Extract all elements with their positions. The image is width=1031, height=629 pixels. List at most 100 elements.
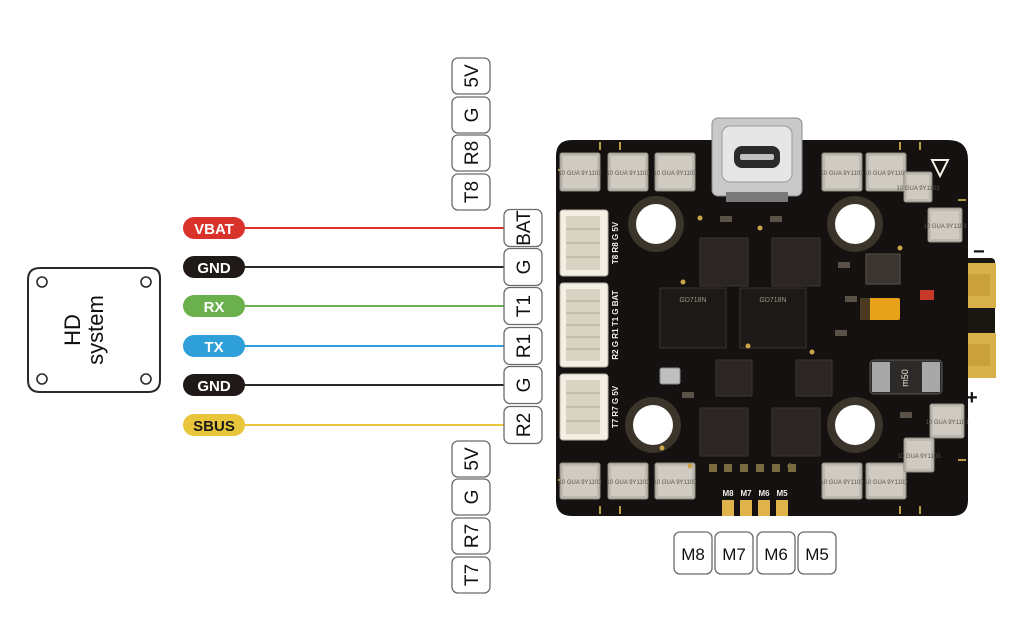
mount-hole-icon [140,276,152,288]
bottom-pad-5v: 5V [451,440,491,478]
mcu-1-text: GD718N [679,297,706,304]
svg-text:TX: TX [204,339,223,356]
motor-pad-m8: M8 [673,531,713,575]
capacitor-text: 10 GUA 9Y1103 [821,480,865,486]
top-pad-t8: T8 [451,173,491,211]
svg-text:BAT: BAT [514,210,535,246]
motor-pad-m5: M5 [797,531,837,575]
capacitor-text: 10 GUA 9Y1103 [821,171,865,177]
motor-silk-m7: M7 [740,489,752,498]
svg-text:R7: R7 [462,524,483,548]
wire-gnd-4: GND G [183,365,543,405]
capacitor-text: 10 GUA 9Y1103 [865,480,909,486]
pad-g-1: G [503,247,543,287]
capacitor-6: 10 GUA 9Y1103 [924,207,967,243]
usb-c-port [711,117,803,202]
capacitor-text: 10 GUA 9Y1103 [607,480,651,486]
svg-text:G: G [462,108,483,123]
motor-solder-pads [722,500,788,516]
bottom-pad-r7: R7 [451,517,491,555]
signal-label-rx: RX [183,295,245,317]
wire-rx-2: RX T1 [183,286,543,326]
capacitor-10: 10 GUA 9Y1103 [821,462,865,500]
motor-silk-m6: M6 [758,489,770,498]
capacitor-text: 10 GUA 9Y1103 [559,171,603,177]
top-pad-5v: 5V [451,57,491,95]
capacitor-text: 10 GUA 9Y1103 [926,420,970,426]
capacitor-text: 10 GUA 9Y1103 [897,186,941,192]
top-pad-r8: R8 [451,134,491,172]
svg-text:T8: T8 [462,181,483,203]
svg-text:5V: 5V [462,64,483,88]
capacitor-13: 10 GUA 9Y1103 [926,403,970,439]
signal-label-sbus: SBUS [183,414,245,436]
svg-text:R1: R1 [514,334,535,358]
motor-silk: M8 M7 M6 M5 [722,489,788,498]
brand-logo-icon [930,159,950,179]
hd-system-module: HD system [27,267,161,393]
capacitor-4: 10 GUA 9Y1103 [865,152,908,192]
motor-silk-m5: M5 [776,489,788,498]
capacitor-12: 10 GUA 9Y1103 [898,437,942,473]
svg-text:T1: T1 [514,295,535,317]
capacitor-5: 10 GUA 9Y1103 [897,171,941,203]
mount-hole-icon [36,373,48,385]
hd-system-label-line1: HD [60,314,85,346]
mcu-2-text: GD718N [759,297,786,304]
jst-connectors: T8 R8 G 5V R2 G R1 T1 G BAT T7 R7 G 5V [559,209,620,441]
connector-mid-silk: R2 G R1 T1 G BAT [611,290,620,359]
bottom-pad-t7: T7 [451,556,491,594]
wire-sbus-5: SBUS R2 [183,405,543,445]
capacitor-text: 10 GUA 9Y1103 [607,171,651,177]
capacitor-3: 10 GUA 9Y1103 [821,152,865,192]
signal-label-tx: TX [183,335,245,357]
svg-text:RX: RX [204,299,225,316]
capacitor-text: 10 GUA 9Y1103 [898,454,942,460]
signal-label-gnd: GND [183,374,245,396]
capacitor-9: 10 GUA 9Y1103 [654,462,698,500]
battery-minus-label: − [973,241,985,263]
svg-text:R8: R8 [462,141,483,165]
capacitor-7: 10 GUA 9Y1103 [559,462,602,500]
top-pad-g: G [451,96,491,134]
bottom-pad-g: G [451,478,491,516]
svg-text:M5: M5 [805,545,829,564]
signal-label-vbat: VBAT [183,217,245,239]
pad-g-4: G [503,365,543,405]
pad-r2-5: R2 [503,405,543,445]
capacitor-text: 10 GUA 9Y1103 [654,171,698,177]
svg-text:M6: M6 [764,545,788,564]
motor-silk-m8: M8 [722,489,734,498]
capacitor-11: 10 GUA 9Y1103 [865,462,909,500]
svg-text:G: G [514,378,535,393]
flight-controller-board: T8 R8 G 5V R2 G R1 T1 G BAT T7 R7 G 5V 1… [556,117,996,516]
mount-hole-icon [140,373,152,385]
pad-r1-3: R1 [503,326,543,366]
inductor: m50 [869,359,943,395]
mcu-chips: GD718N GD718N [659,287,807,349]
connector-top-silk: T8 R8 G 5V [611,221,620,264]
capacitor-8: 10 GUA 9Y1103 [607,462,651,500]
pad-bat-0: BAT [503,208,543,248]
svg-text:GND: GND [197,378,231,395]
svg-text:G: G [514,260,535,275]
capacitor-text: 10 GUA 9Y1103 [654,480,698,486]
mount-hole-icon [36,276,48,288]
svg-text:M8: M8 [681,545,705,564]
hd-system-label-line2: system [83,295,108,365]
capacitor-2: 10 GUA 9Y1103 [654,152,698,192]
capacitor-0: 10 GUA 9Y1103 [559,152,603,192]
inductor-label: m50 [900,369,910,387]
board-mount-holes [625,196,883,453]
capacitor-1: 10 GUA 9Y1103 [607,152,651,192]
battery-plus-label: + [966,387,978,409]
svg-text:5V: 5V [462,447,483,471]
svg-text:GND: GND [197,260,231,277]
wire-vbat-0: VBAT BAT [183,208,543,248]
signal-label-gnd: GND [183,256,245,278]
